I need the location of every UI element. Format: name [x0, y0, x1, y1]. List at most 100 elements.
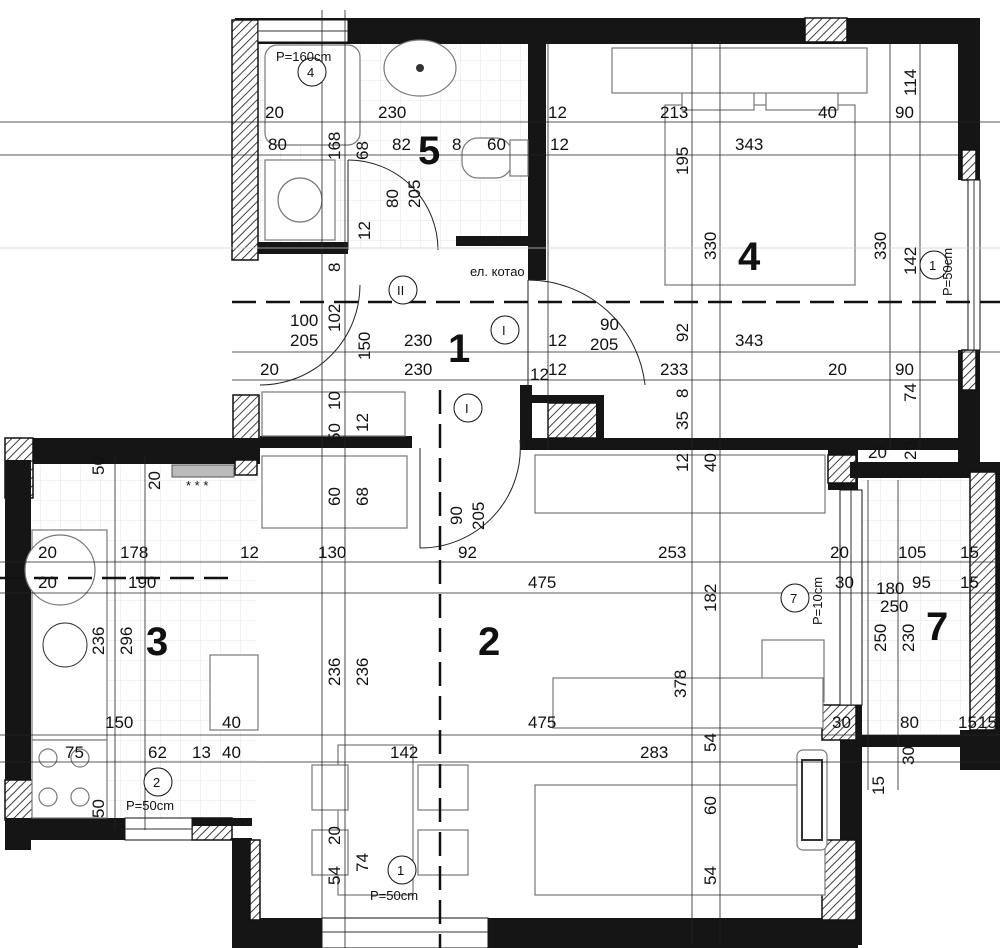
room-label-3: 3 — [146, 620, 168, 664]
dim-label: 62 — [148, 743, 167, 762]
dim-label: 74 — [901, 383, 920, 402]
dim-label: 102 — [325, 304, 344, 332]
furniture — [24, 39, 868, 896]
dim-label: 475 — [528, 713, 556, 732]
dim-label: 180 — [876, 579, 904, 598]
dim-label: 378 — [671, 670, 690, 698]
dim-label: 20 — [830, 543, 849, 562]
dim-label: 236 — [353, 658, 372, 686]
dim-label: 92 — [673, 323, 692, 342]
dim-label: 60 — [325, 487, 344, 506]
dim-label: 230 — [899, 624, 918, 652]
dim-label: 12 — [550, 135, 569, 154]
dim-label: 15 — [960, 573, 979, 592]
dim-label: 475 — [528, 573, 556, 592]
dim-label: 20 — [265, 103, 284, 122]
dim-label: 74 — [353, 853, 372, 872]
dim-label: 205 — [405, 180, 424, 208]
dim-label: 95 — [912, 573, 931, 592]
dim-label: 20 — [325, 826, 344, 845]
room-labels: 5 4 1 3 2 7 — [146, 129, 948, 664]
dim-label: 296 — [117, 627, 136, 655]
dim-label: 343 — [735, 331, 763, 350]
dim-label: 12 — [548, 103, 567, 122]
door-tags: II I I — [388, 275, 520, 423]
dim-label: 12 — [673, 453, 692, 472]
dim-label: 50 — [325, 423, 344, 442]
dim-label: 233 — [660, 360, 688, 379]
dim-label: 178 — [120, 543, 148, 562]
door-tag: I — [465, 401, 469, 416]
dim-label: 80 — [268, 135, 287, 154]
dim-label: 12 — [353, 413, 372, 432]
dim-label: 15 — [960, 543, 979, 562]
dim-label: 105 — [898, 543, 926, 562]
window-tag-number: 7 — [790, 591, 797, 606]
dim-label: 213 — [660, 103, 688, 122]
dim-label: 68 — [353, 487, 372, 506]
dim-label: 20 — [901, 441, 920, 460]
dim-label: 35 — [673, 411, 692, 430]
dim-label: 13 — [192, 743, 211, 762]
dim-label: 8 — [325, 263, 344, 272]
door-tag: II — [397, 283, 404, 298]
dimension-labels: 20 230 12 80 168 68 82 8 60 12 80 205 12… — [38, 69, 997, 885]
room-label-5: 5 — [418, 129, 440, 173]
dim-label: 68 — [353, 141, 372, 160]
dim-label: 8 — [452, 135, 461, 154]
dim-label: 30 — [835, 573, 854, 592]
dim-label: 230 — [404, 331, 432, 350]
window-tag-text: P=10cm — [810, 577, 825, 625]
dim-label: 50 — [89, 456, 108, 475]
room-label-7: 7 — [926, 605, 948, 649]
dim-label: 75 — [65, 743, 84, 762]
dim-label: 142 — [901, 247, 920, 275]
windows — [124, 19, 981, 948]
window-tag-text: P=50cm — [370, 888, 418, 903]
dim-label: 190 — [128, 573, 156, 592]
room-label-1: 1 — [448, 327, 470, 371]
dim-label: 12 — [355, 221, 374, 240]
dim-label: 330 — [701, 232, 720, 260]
dim-label: 54 — [325, 866, 344, 885]
window-tag-number: 2 — [153, 775, 160, 790]
dim-label: 205 — [590, 335, 618, 354]
dim-label: 80 — [383, 189, 402, 208]
vent-mark: * * * — [186, 478, 208, 493]
dim-label: 20 — [260, 360, 279, 379]
dim-label: 343 — [735, 135, 763, 154]
dim-label: 230 — [404, 360, 432, 379]
section-axes — [0, 300, 1000, 948]
dim-label: 330 — [871, 232, 890, 260]
dim-label: 60 — [701, 796, 720, 815]
dim-label: 60 — [487, 135, 506, 154]
dim-label: 100 — [290, 311, 318, 330]
window-tag-text: P=50cm — [126, 798, 174, 813]
dim-label: 195 — [673, 147, 692, 175]
dim-label: 90 — [895, 360, 914, 379]
door-tag: I — [502, 323, 506, 338]
dim-label: 40 — [222, 713, 241, 732]
dim-label: 15 — [978, 713, 997, 732]
dim-label: 20 — [828, 360, 847, 379]
dim-label: 54 — [701, 733, 720, 752]
dim-label: 10 — [325, 391, 344, 410]
walls — [4, 17, 1000, 948]
dim-label: 90 — [895, 103, 914, 122]
dim-label: 54 — [701, 866, 720, 885]
dim-label: 250 — [880, 597, 908, 616]
dim-label: 40 — [818, 103, 837, 122]
dim-label: 283 — [640, 743, 668, 762]
dim-label: 15 — [958, 713, 977, 732]
dim-label: 40 — [701, 453, 720, 472]
window-tag-number: 1 — [929, 258, 936, 273]
dim-label: 236 — [89, 627, 108, 655]
dim-label: 92 — [458, 543, 477, 562]
window-tag-number: 1 — [397, 863, 404, 878]
dim-label: 12 — [548, 331, 567, 350]
window-tag-text: P=160cm — [276, 49, 331, 64]
dim-label: 142 — [390, 743, 418, 762]
dim-label: 250 — [871, 624, 890, 652]
dimension-lines — [0, 10, 1000, 948]
